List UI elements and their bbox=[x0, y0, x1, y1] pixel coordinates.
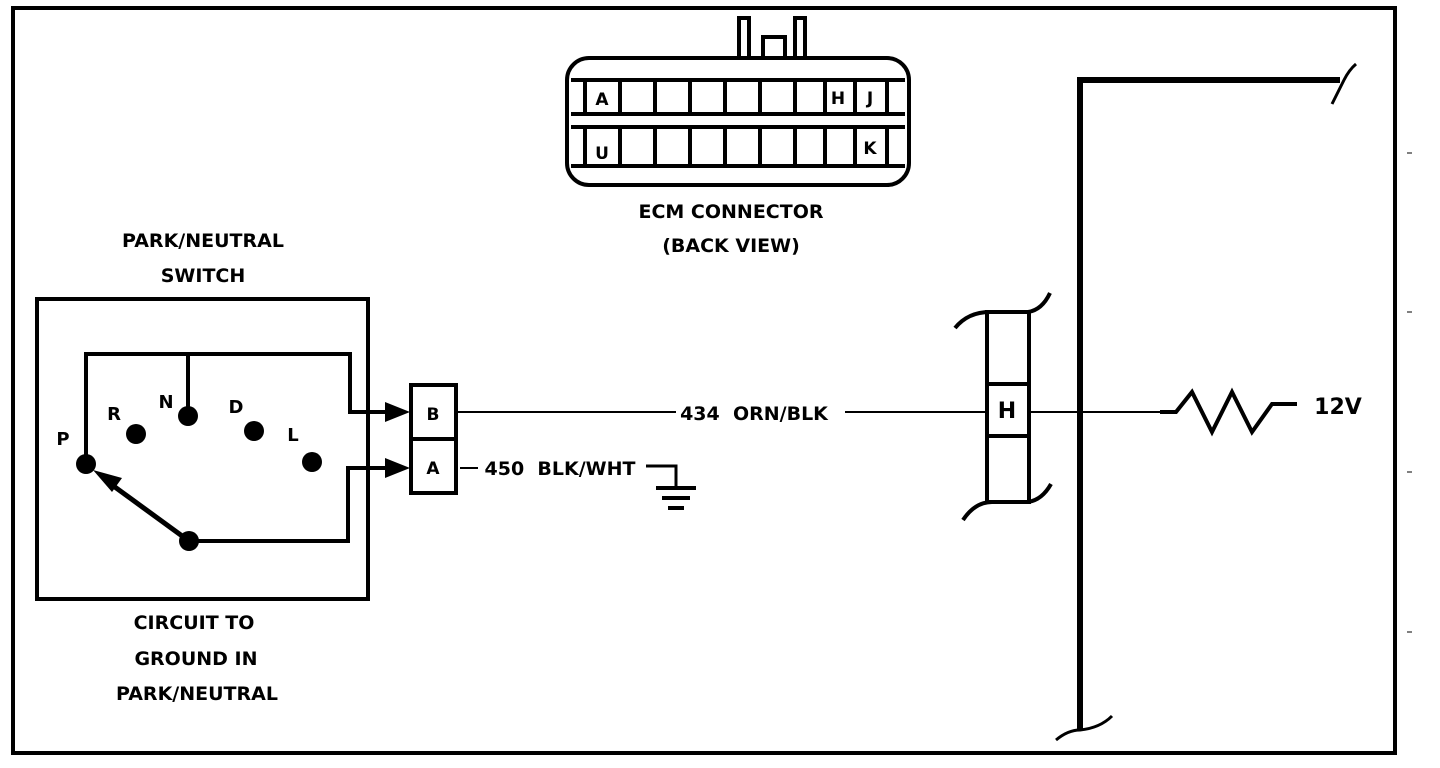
switch-arm bbox=[106, 479, 191, 544]
switch-caption: CIRCUIT TO bbox=[134, 612, 255, 634]
connector-latch bbox=[737, 16, 807, 62]
arrow-icon bbox=[93, 470, 122, 492]
break-mark-icon bbox=[1330, 62, 1357, 105]
position-l: L bbox=[287, 425, 298, 446]
switch-internal-wiring bbox=[84, 352, 387, 543]
connector-cavities bbox=[583, 80, 889, 166]
position-p: P bbox=[56, 429, 69, 450]
resistor-icon bbox=[1160, 387, 1297, 437]
scan-margin-marks bbox=[1407, 152, 1412, 633]
diagram-border bbox=[11, 6, 1397, 755]
terminal-a: A bbox=[426, 459, 440, 479]
ground-symbol-icon bbox=[646, 464, 696, 510]
arrow-icon bbox=[385, 402, 410, 422]
signal-wire-label: 434 ORN/BLK bbox=[680, 403, 829, 425]
switch-title: PARK/NEUTRAL bbox=[122, 230, 284, 252]
switch-housing bbox=[35, 297, 370, 601]
contact-r bbox=[126, 424, 146, 444]
contact-l bbox=[302, 452, 322, 472]
position-d: D bbox=[229, 397, 244, 418]
break-mark-icon bbox=[1055, 714, 1114, 742]
ecm-connector-title: ECM CONNECTOR bbox=[638, 201, 823, 223]
switch-connector: B A bbox=[409, 383, 458, 495]
ecm-pin-u: U bbox=[595, 144, 609, 164]
ecm-harness-connector: H bbox=[953, 292, 1053, 522]
ground-wire-label: 450 BLK/WHT bbox=[485, 458, 636, 480]
terminal-b: B bbox=[427, 405, 440, 425]
contact-p bbox=[76, 454, 96, 474]
break-mark-icon bbox=[961, 482, 1053, 522]
ecm-pin-a: A bbox=[595, 90, 609, 110]
arrow-icon bbox=[385, 458, 410, 478]
supply-voltage-label: 12V bbox=[1314, 395, 1362, 420]
switch-caption-line3: PARK/NEUTRAL bbox=[116, 683, 278, 705]
ecm-pin-h: H bbox=[831, 89, 845, 109]
contact-n bbox=[178, 406, 198, 426]
ecm-connector: A H J U K bbox=[565, 16, 911, 187]
ecm-terminal-h: H bbox=[998, 399, 1016, 424]
break-mark-icon bbox=[953, 292, 1052, 330]
position-r: R bbox=[107, 404, 121, 425]
ecm-connector-subtitle: (BACK VIEW) bbox=[662, 235, 800, 257]
ecm-pin-j: J bbox=[866, 89, 873, 109]
ecm-boundary bbox=[1055, 62, 1357, 742]
contact-d bbox=[244, 421, 264, 441]
switch-title-line2: SWITCH bbox=[161, 265, 246, 287]
switch-caption-line2: GROUND IN bbox=[134, 648, 257, 670]
ecm-pin-k: K bbox=[863, 139, 877, 159]
position-n: N bbox=[158, 392, 173, 413]
